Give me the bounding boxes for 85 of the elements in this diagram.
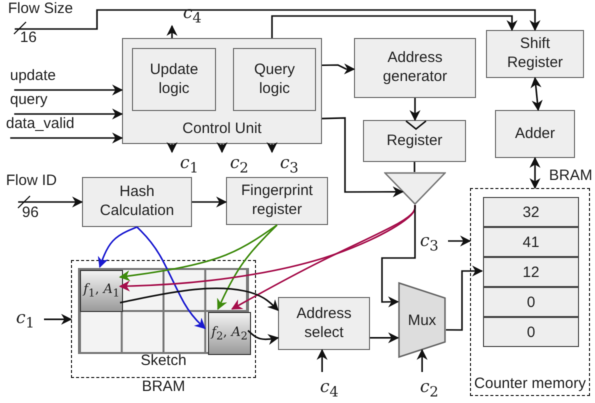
block-label: Address select [295,304,353,342]
sketch-entry [208,312,251,355]
block-label: Mux [408,312,436,328]
arrow [410,98,420,122]
cell-value: 0 [526,324,536,340]
block-label: Update logic [148,60,200,98]
shift-register-block [486,30,584,78]
arrow [166,142,178,154]
address-generator-block [354,38,476,98]
cell-value: f$_{1}$, A$_{1}$ [83,282,120,300]
bus-width-label: 16 [20,29,37,46]
arrow [271,15,518,38]
arrow [322,63,356,74]
arrow [166,24,178,38]
hash-calculation-block [82,177,192,227]
cell-value: 0 [526,294,536,310]
arrow [316,348,328,372]
cell-value: 41 [522,234,540,250]
block-label: Fingerprint register [240,182,314,220]
arrow [10,132,124,144]
signal-name: c$_{3}$ [280,152,299,176]
arrow [120,288,279,312]
arrow [381,205,416,308]
signal-name: c$_{4}$ [320,376,339,400]
cell-value: 12 [522,264,540,280]
counter-cell [483,227,579,257]
arrow [18,196,84,208]
signal-name: c$_{3}$ [420,230,439,254]
counter-cell [483,317,579,347]
signal-name: Flow ID [6,172,57,189]
counter-cell [483,197,579,227]
arrow [530,156,540,190]
fingerprint-register-block [226,177,328,225]
arrow [217,224,278,310]
counter-cell [483,287,579,317]
arrow [446,266,484,331]
block-label: Counter memory [473,374,587,393]
bus-width-label: 96 [22,204,39,221]
arrow [98,226,138,268]
signal-name: c$_{1}$ [180,152,199,176]
logic-block [233,48,316,111]
connector-line [414,162,416,172]
block-label: BRAM [549,167,592,184]
cell-value: 32 [522,204,540,220]
block-label: Sketch [140,352,188,369]
signal-name: Flow Size [8,0,74,17]
arrow [192,196,228,208]
register-block [363,120,466,162]
arrow [44,314,72,325]
block-label: Shift Register [506,35,564,73]
signal-name: c$_{1}$ [16,308,35,331]
arrow [136,226,206,330]
arrow [322,117,404,198]
signal-name: c$_{2}$ [420,376,439,400]
sketch-entry [80,270,123,312]
signal-name: update [10,67,56,84]
control-unit-block [122,38,322,144]
signal-name: query [10,91,48,108]
arrow [118,224,278,282]
counter-cell [483,257,579,287]
buffer-triangle [384,172,446,205]
arrow [448,236,472,246]
logic-block [132,48,216,111]
block-label: BRAM [140,378,186,395]
arrow [14,84,124,96]
block-label: Query logic [253,60,296,98]
arrow [247,330,280,345]
arrow [416,348,428,372]
arrow [370,332,400,344]
block-label: Address generator [382,49,448,87]
block-label: Hash Calculation [98,183,176,221]
block-label: Adder [514,124,556,144]
arrow [14,108,124,120]
cell-value: f$_{2}$, A$_{2}$ [211,324,248,342]
signal-name: data_valid [6,115,74,132]
block-label: Register [386,132,442,150]
signal-name: c$_{2}$ [230,152,249,176]
arrow [14,9,540,32]
arrow [266,142,278,154]
arrow [216,142,228,154]
arrow [530,76,543,112]
block-label: Control Unit [181,120,263,139]
multiplexer [398,282,446,358]
adder-block [495,110,575,158]
address-select-block [278,297,370,350]
